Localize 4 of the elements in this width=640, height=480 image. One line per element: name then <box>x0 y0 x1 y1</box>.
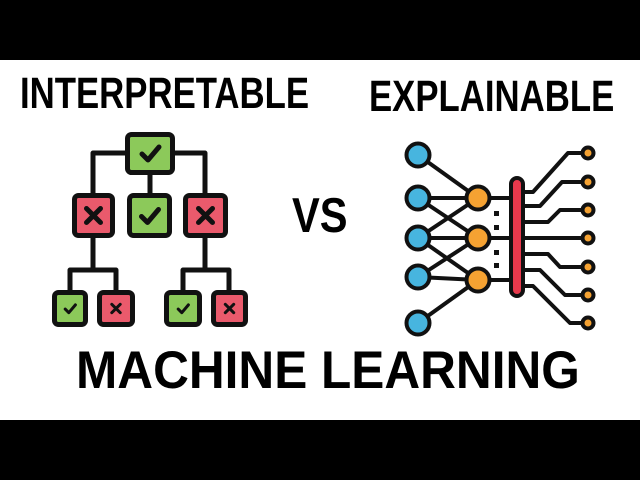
title-text: MACHINE LEARNING <box>76 344 580 397</box>
heading: INTERPRETABLE <box>20 72 310 116</box>
versus-text: VS <box>292 192 348 241</box>
heading: EXPLAINABLE <box>369 75 614 119</box>
